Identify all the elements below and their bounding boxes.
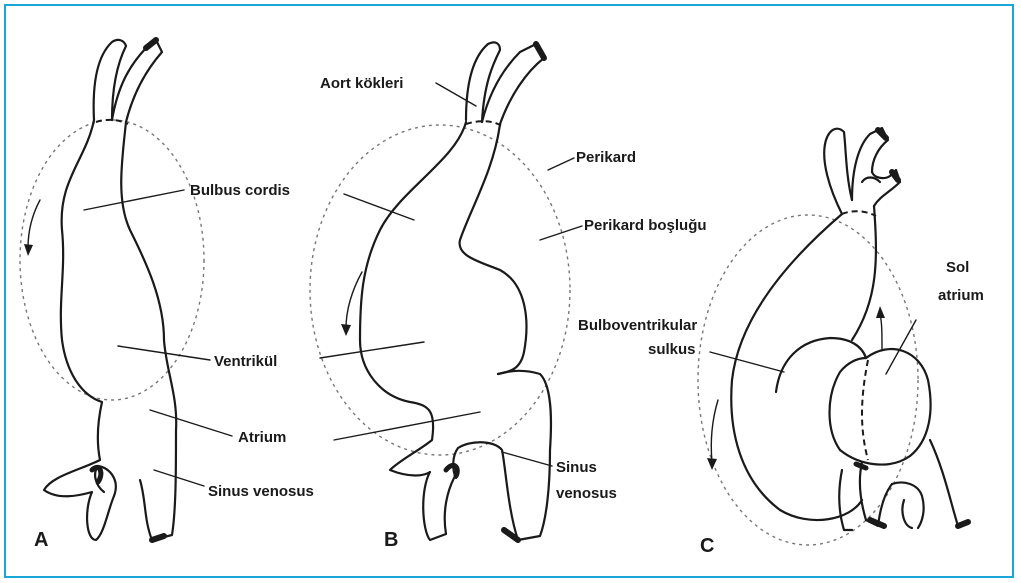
panel-label-b: B bbox=[384, 529, 398, 551]
panel-a-pericardium bbox=[20, 120, 204, 400]
panel-b-pericardium bbox=[310, 125, 570, 455]
label-ventrikul: Ventrikül bbox=[214, 353, 277, 370]
leader-lines bbox=[84, 83, 916, 486]
panel-b-heart-tube bbox=[310, 42, 570, 540]
label-bulboventrikular-line2: sulkus bbox=[648, 341, 696, 358]
panel-c-heart-loop bbox=[698, 128, 968, 545]
label-bulboventrikular-line1: Bulboventrikular bbox=[578, 317, 697, 334]
label-sinus-venosus-a: Sinus venosus bbox=[208, 483, 314, 500]
label-bulbus-cordis: Bulbus cordis bbox=[190, 182, 290, 199]
label-sinus-b-line2: venosus bbox=[556, 485, 617, 502]
panel-label-a: A bbox=[34, 529, 48, 551]
panel-a-heart-tube bbox=[20, 40, 204, 540]
label-perikard-boslugu: Perikard boşluğu bbox=[584, 217, 707, 234]
label-aort-kokleri: Aort kökleri bbox=[320, 75, 403, 92]
label-sol-line2: atrium bbox=[938, 287, 984, 304]
label-atrium: Atrium bbox=[238, 429, 286, 446]
label-sinus-b-line1: Sinus bbox=[556, 459, 597, 476]
panel-label-c: C bbox=[700, 535, 714, 557]
label-sol-line1: Sol bbox=[946, 259, 969, 276]
label-perikard: Perikard bbox=[576, 149, 636, 166]
